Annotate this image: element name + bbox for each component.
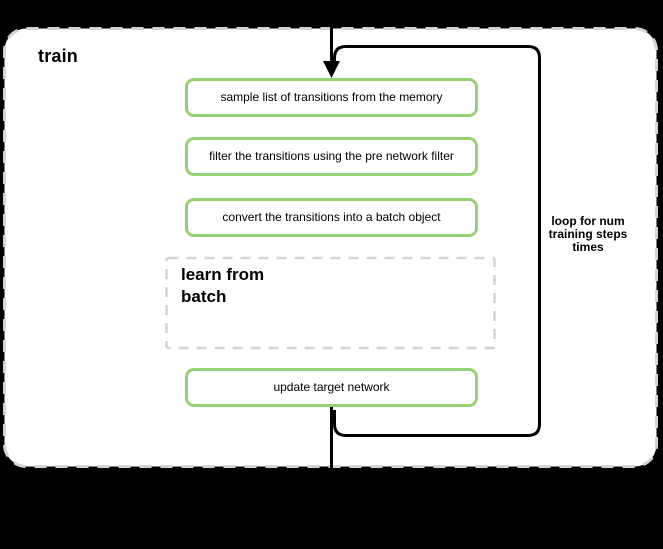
subprocess-learn-from-batch-label: learn from batch	[181, 265, 265, 306]
step-update-target-network-label: update target network	[273, 379, 390, 394]
step-convert-to-batch: convert the transitions into a batch obj…	[185, 198, 478, 237]
step-sample-transitions: sample list of transitions from the memo…	[185, 78, 478, 117]
step-filter-transitions: filter the transitions using the pre net…	[185, 137, 478, 176]
step-convert-to-batch-label: convert the transitions into a batch obj…	[222, 209, 441, 224]
subprocess-dashed-border	[165, 256, 496, 350]
step-filter-transitions-label: filter the transitions using the pre net…	[209, 148, 454, 163]
train-container-label: train	[38, 46, 79, 66]
loop-boundary	[333, 45, 541, 437]
step-update-target-network: update target network	[185, 368, 478, 407]
loop-annotation: loop for num training steps times	[548, 214, 628, 254]
step-sample-transitions-label: sample list of transitions from the memo…	[220, 89, 443, 104]
entry-arrowhead-icon	[323, 61, 340, 78]
